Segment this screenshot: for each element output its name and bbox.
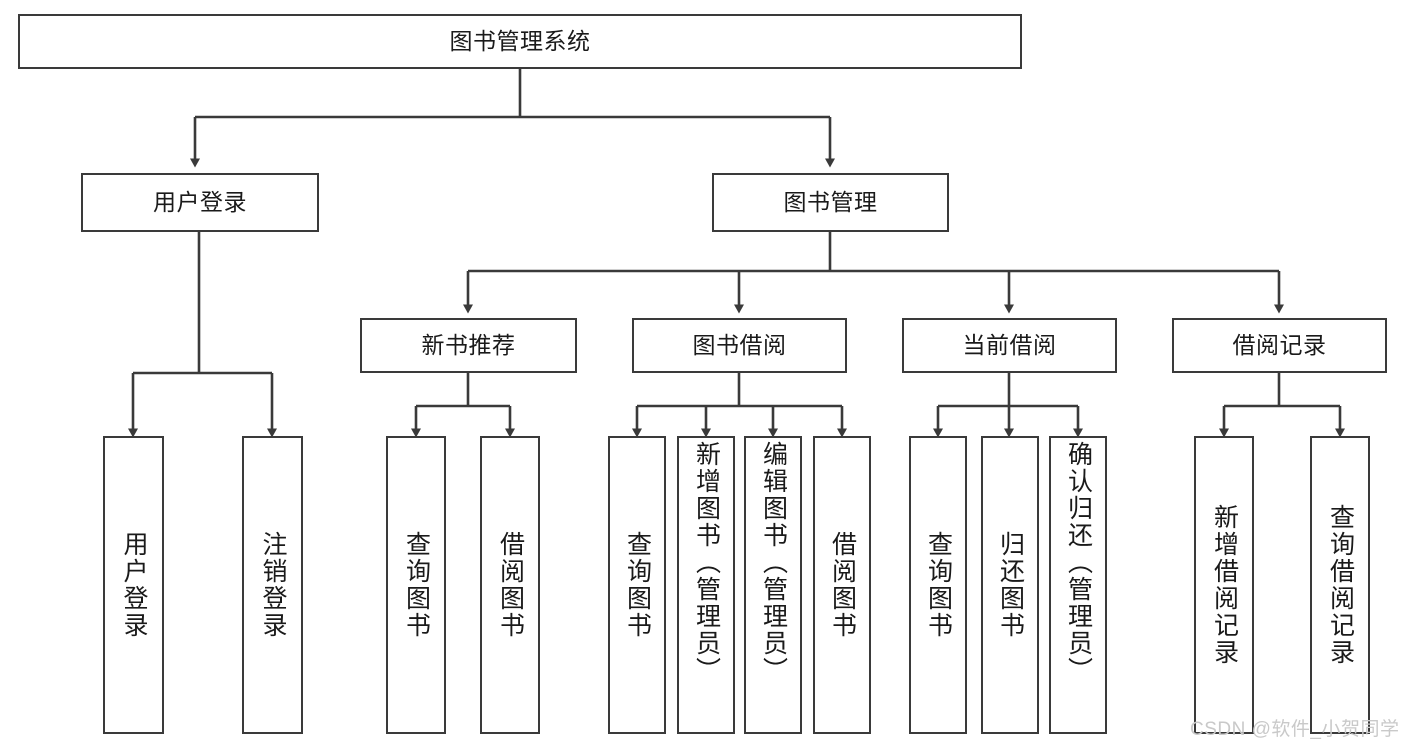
node-label: 当前借阅	[962, 331, 1057, 358]
node-book-management[interactable]: 图书管理	[712, 173, 949, 232]
node-label: 查询图书	[924, 531, 953, 639]
node-label: 查询借阅记录	[1326, 504, 1355, 666]
node-label: 注销登录	[259, 531, 287, 639]
node-new-book-recommend[interactable]: 新书推荐	[360, 318, 577, 373]
leaf-return-book[interactable]: 归还图书	[981, 436, 1039, 734]
node-label: 借阅图书	[496, 531, 525, 639]
leaf-logout[interactable]: 注销登录	[242, 436, 303, 734]
node-book-borrow[interactable]: 图书借阅	[632, 318, 847, 373]
leaf-query-borrow-record[interactable]: 查询借阅记录	[1310, 436, 1370, 734]
csdn-watermark: CSDN @软件_小贺同学	[1190, 719, 1400, 740]
node-label: 用户登录	[120, 531, 148, 639]
leaf-query-book-newbook[interactable]: 查询图书	[386, 436, 446, 734]
node-label: 确认归还（管理员）	[1064, 441, 1093, 684]
leaf-borrow-book[interactable]: 借阅图书	[813, 436, 871, 734]
node-user-login[interactable]: 用户登录	[81, 173, 319, 232]
leaf-borrow-book-newbook[interactable]: 借阅图书	[480, 436, 540, 734]
node-label: 新书推荐	[421, 331, 516, 358]
node-label: 图书管理	[783, 188, 878, 215]
node-label: 新增图书（管理员）	[692, 441, 721, 684]
node-label: 用户登录	[153, 188, 247, 215]
leaf-edit-book-admin[interactable]: 编辑图书（管理员）	[744, 436, 802, 734]
node-label: 图书管理系统	[449, 27, 591, 54]
leaf-query-book-current[interactable]: 查询图书	[909, 436, 967, 734]
leaf-query-book[interactable]: 查询图书	[608, 436, 666, 734]
node-borrow-record[interactable]: 借阅记录	[1172, 318, 1387, 373]
node-label: 借阅记录	[1232, 331, 1327, 358]
leaf-confirm-return-admin[interactable]: 确认归还（管理员）	[1049, 436, 1107, 734]
node-current-borrow[interactable]: 当前借阅	[902, 318, 1117, 373]
node-label: 新增借阅记录	[1210, 504, 1239, 666]
node-label: 查询图书	[402, 531, 431, 639]
node-label: 归还图书	[996, 531, 1025, 639]
leaf-add-borrow-record[interactable]: 新增借阅记录	[1194, 436, 1254, 734]
node-label: 图书借阅	[692, 331, 787, 358]
node-root-system[interactable]: 图书管理系统	[18, 14, 1022, 69]
node-label: 借阅图书	[828, 531, 857, 639]
leaf-add-book-admin[interactable]: 新增图书（管理员）	[677, 436, 735, 734]
node-label: 查询图书	[623, 531, 652, 639]
leaf-user-login[interactable]: 用户登录	[103, 436, 164, 734]
node-label: 编辑图书（管理员）	[759, 441, 788, 684]
